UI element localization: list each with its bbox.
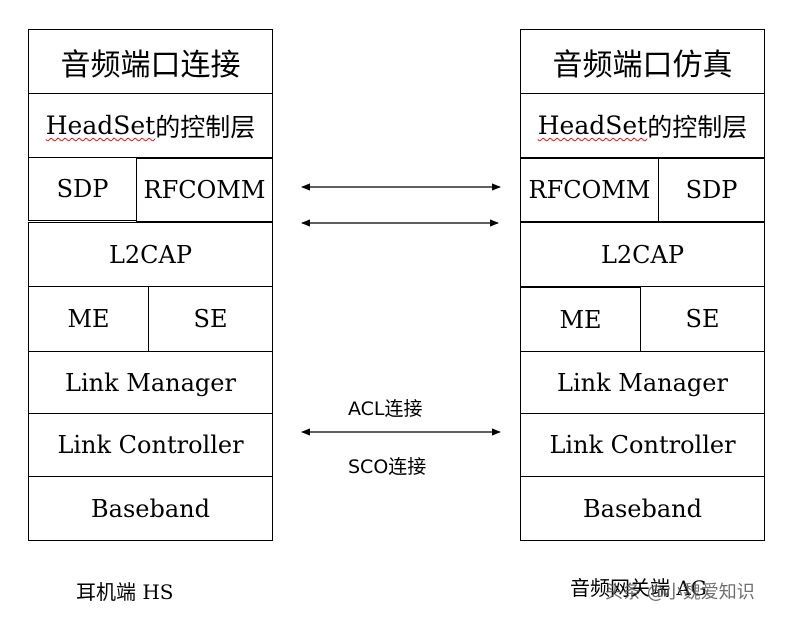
left-me-box: ME xyxy=(28,286,149,352)
left-sdp-box: SDP xyxy=(28,157,137,221)
left-se-box: SE xyxy=(148,286,273,352)
left-rfcomm-box: RFCOMM xyxy=(136,158,273,222)
sco-connection-label: SCO连接 xyxy=(348,456,427,478)
right-headset-word: HeadSet xyxy=(537,111,648,140)
right-me-se-row: ME SE xyxy=(520,286,765,352)
acl-connection-label: ACL连接 xyxy=(348,398,423,420)
left-sdp-rfcomm-row: SDP RFCOMM xyxy=(28,157,273,223)
right-sdp-box: SDP xyxy=(658,158,765,222)
right-rfcomm-box: RFCOMM xyxy=(520,158,659,222)
right-me-box: ME xyxy=(520,287,641,352)
left-link-manager-layer: Link Manager xyxy=(28,351,273,414)
left-baseband-layer: Baseband xyxy=(28,476,273,541)
left-me-se-row: ME SE xyxy=(28,286,273,352)
right-device-caption-gateway: 音频网关端 AG xyxy=(570,576,707,600)
left-device-caption-headset: 耳机端 HS xyxy=(76,580,174,604)
right-baseband-layer: Baseband xyxy=(520,476,765,541)
left-control-layer-suffix: 的控制层 xyxy=(155,112,256,142)
right-control-layer-suffix: 的控制层 xyxy=(647,112,748,142)
left-headset-word: HeadSet xyxy=(45,111,156,140)
right-se-box: SE xyxy=(640,286,765,352)
watermark-text: 头条 @小魏爱知识 xyxy=(605,582,755,603)
right-rfcomm-sdp-row: RFCOMM SDP xyxy=(520,157,765,223)
